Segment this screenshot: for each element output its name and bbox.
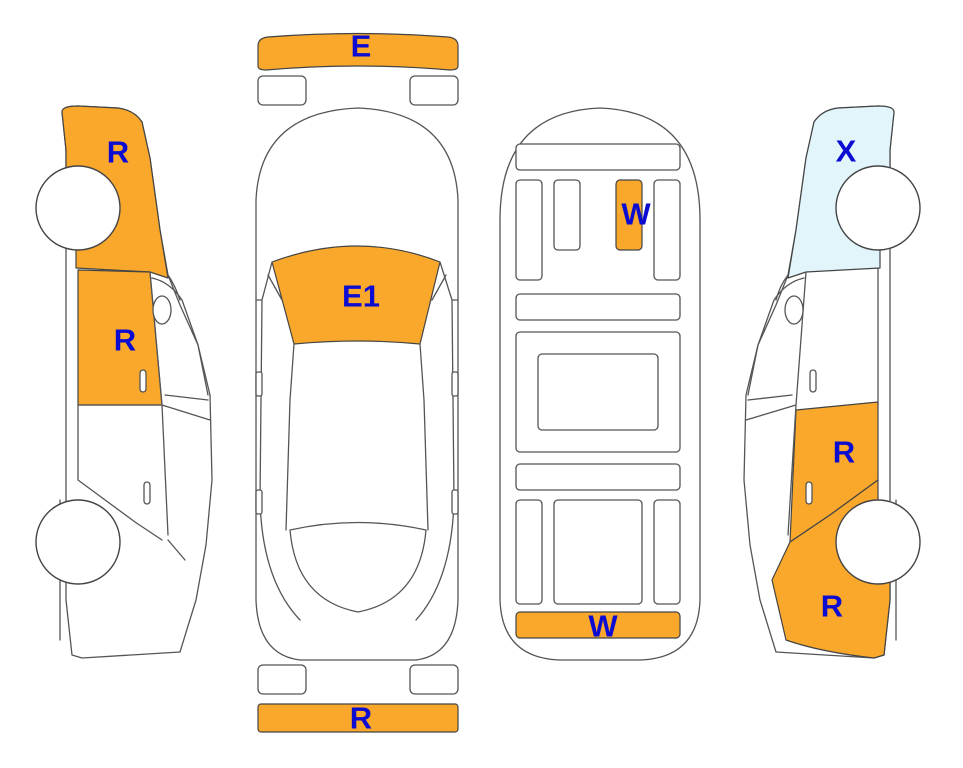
left-front-door-label: R — [114, 323, 136, 358]
left-window-line — [151, 277, 209, 396]
rear-bumper-label: R — [350, 701, 372, 736]
floor-rear-panel-label: W — [588, 609, 618, 644]
top-right-rear-handle — [451, 489, 459, 515]
top-left-mirror — [255, 371, 263, 397]
front-left-headlight — [257, 75, 307, 106]
floor-front-right-rail — [653, 179, 681, 281]
windshield-label: E1 — [342, 279, 380, 314]
right-front-fender-label: X — [836, 134, 857, 169]
left-front-fender-label: R — [107, 135, 129, 170]
right-rear-handle — [805, 481, 813, 505]
right-mirror — [784, 295, 804, 325]
floor-mid-crossmember — [515, 293, 681, 321]
floor-rear-center — [553, 499, 643, 605]
left-rear-handle — [143, 481, 151, 505]
right-rear-quarter-label: R — [821, 589, 843, 624]
right-front-wheel — [835, 165, 921, 251]
right-side-view: X R R — [743, 105, 921, 659]
top-right-mirror — [451, 371, 459, 397]
right-rear-door-label: R — [833, 435, 855, 470]
front-right-headlight — [409, 75, 459, 106]
floor-rear-left-rail — [515, 499, 543, 605]
floor-front-left-seat — [553, 179, 581, 251]
top-view: E E1 R — [255, 29, 459, 736]
front-bumper-label: E — [351, 29, 372, 64]
right-window-line — [747, 277, 805, 396]
top-left-rear-handle — [255, 489, 263, 515]
floor-rear-crossmember — [515, 463, 681, 491]
top-body-lines — [255, 261, 459, 621]
left-front-wheel — [35, 165, 121, 251]
left-mirror — [152, 295, 172, 325]
right-door-lines — [745, 267, 897, 641]
floor-front-left-rail — [515, 179, 543, 281]
rear-left-taillight — [257, 664, 307, 695]
floor-rear-panel[interactable] — [515, 611, 681, 639]
right-front-handle — [809, 369, 817, 393]
floor-center-panel — [537, 353, 659, 431]
top-body-outline — [255, 107, 459, 661]
floor-front-seat-label: W — [621, 197, 651, 232]
left-front-handle — [139, 369, 147, 393]
rear-bumper[interactable] — [257, 703, 459, 733]
floor-front-seat[interactable] — [615, 179, 643, 251]
floor-view: W W — [499, 107, 701, 661]
left-side-view: R R — [35, 105, 213, 659]
left-rear-wheel — [35, 499, 121, 585]
front-bumper[interactable] — [257, 32, 459, 71]
floor-front-crossmember — [515, 143, 681, 171]
rear-right-taillight — [409, 664, 459, 695]
floor-rear-right-rail — [653, 499, 681, 605]
right-rear-wheel — [835, 499, 921, 585]
